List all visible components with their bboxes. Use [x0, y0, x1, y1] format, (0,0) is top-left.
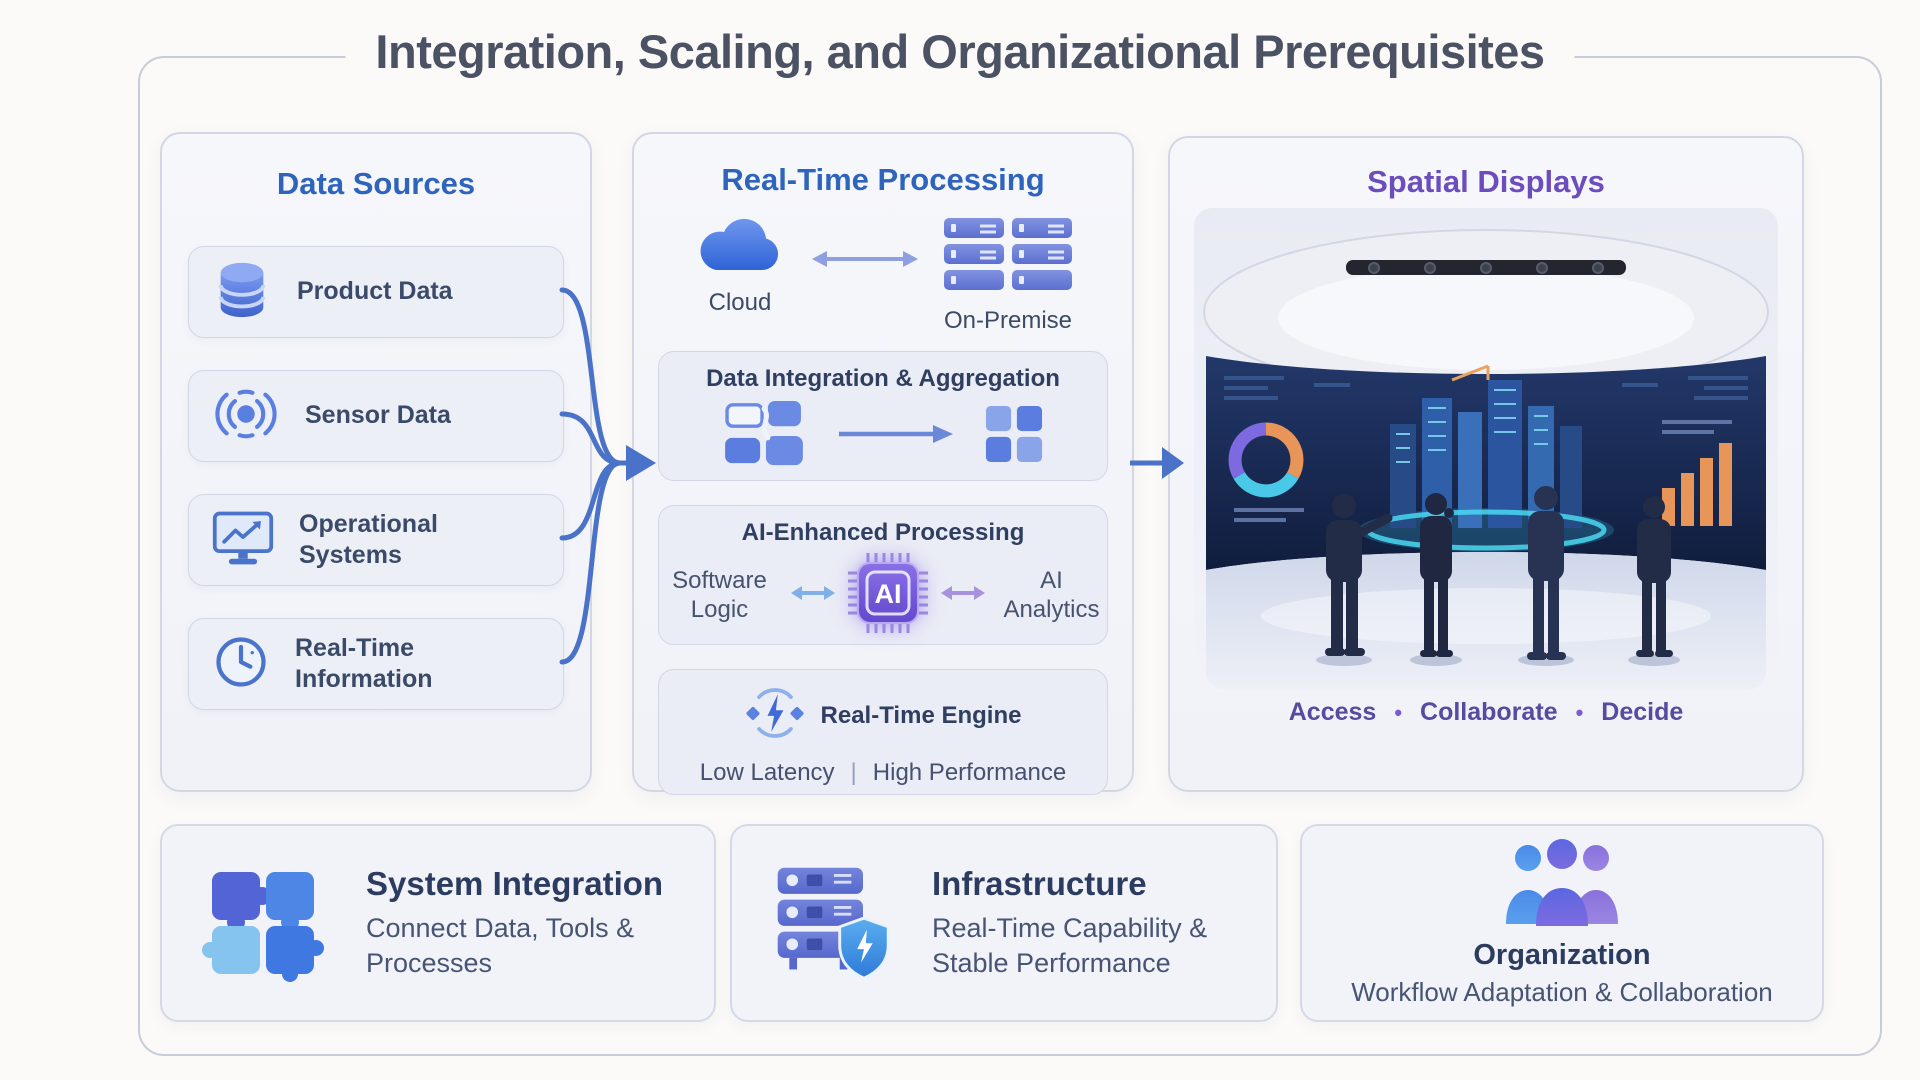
data-integration-box: Data Integration & Aggregation [658, 351, 1108, 481]
low-latency-label: Low Latency [699, 759, 835, 786]
card-title: Infrastructure [932, 864, 1147, 902]
list-item-label: Real-Time Information [295, 633, 433, 693]
engine-stats: Low Latency | High Performance [659, 759, 1107, 787]
ai-processing-title: AI-Enhanced Processing [741, 519, 1025, 546]
organization-card: Organization Workflow Adaptation & Colla… [1300, 824, 1824, 1022]
onpremise-label: On-Premise [943, 307, 1073, 334]
ai-analytics-label: AI Analytics [1003, 566, 1100, 623]
grid-squares-icon [985, 405, 1043, 468]
caption-decide: Decide [1601, 698, 1684, 726]
ai-chip-label: AI [874, 579, 901, 609]
list-item-operational-systems: Operational Systems [188, 494, 564, 586]
data-sources-list: Product Data [188, 246, 564, 710]
ai-chip-icon: AI [846, 551, 930, 640]
software-logic-label: Software Logic [672, 566, 767, 623]
card-subtitle: Workflow Adaptation & Collaboration [1351, 977, 1773, 1008]
page-title: Integration, Scaling, and Organizational… [345, 14, 1575, 90]
high-performance-label: High Performance [872, 759, 1067, 786]
flow-arrow-icon [835, 422, 955, 451]
realtime-processing-panel: Real-Time Processing Cloud [632, 132, 1134, 795]
system-integration-card: System Integration Connect Data, Tools &… [160, 824, 716, 1022]
list-item-product-data: Product Data [188, 246, 564, 338]
puzzle-icon [198, 856, 328, 991]
cloud-onpremise-double-arrow-icon [810, 246, 920, 277]
realtime-engine-title: Real-Time Engine [820, 701, 1022, 729]
cloud-icon [690, 212, 790, 285]
list-item-label: Sensor Data [305, 401, 451, 430]
stats-divider: | [850, 759, 857, 786]
list-item-realtime-information: Real-Time Information [188, 618, 564, 710]
cloud-label: Cloud [708, 289, 772, 316]
team-icon [1500, 836, 1624, 931]
list-item-sensor-data: Sensor Data [188, 370, 564, 462]
data-sources-panel: Data Sources Product Data [160, 132, 592, 792]
control-room-illustration [1194, 208, 1778, 690]
ai-processing-box: AI-Enhanced Processing Software Logic [658, 505, 1108, 645]
double-arrow-purple-icon [940, 582, 986, 609]
cloud-onpremise-row: Cloud [634, 212, 1132, 335]
bullet-icon: • [1394, 699, 1403, 725]
double-arrow-blue-icon [790, 582, 836, 609]
realtime-processing-title: Real-Time Processing [721, 162, 1045, 197]
card-title: Organization [1473, 939, 1651, 972]
list-item-label: Product Data [297, 277, 453, 306]
card-title: System Integration [366, 864, 664, 902]
spatial-displays-title: Spatial Displays [1367, 164, 1605, 199]
blocks-merge-icon [723, 399, 805, 474]
engine-bolt-icon [745, 686, 805, 745]
server-shield-icon [768, 861, 894, 986]
realtime-engine-box: Real-Time Engine Low Latency | High Perf… [658, 669, 1108, 795]
infrastructure-card: Infrastructure Real-Time Capability & St… [730, 824, 1278, 1022]
person-silhouettes [1325, 486, 1673, 660]
spatial-displays-panel: Spatial Displays [1168, 136, 1804, 792]
server-rack-icon [940, 212, 1076, 303]
clock-icon [211, 632, 271, 697]
sensor-icon [211, 384, 281, 449]
card-subtitle: Real-Time Capability & Stable Performanc… [932, 912, 1208, 978]
data-sources-title: Data Sources [276, 166, 476, 201]
cloud-figure: Cloud [690, 212, 790, 317]
bullet-icon: • [1575, 699, 1584, 725]
monitor-chart-icon [211, 509, 275, 572]
spatial-caption: Access • Collaborate • Decide [1170, 698, 1802, 727]
card-subtitle: Connect Data, Tools & Processes [366, 912, 635, 978]
caption-collaborate: Collaborate [1420, 698, 1558, 726]
caption-access: Access [1288, 698, 1377, 726]
onpremise-figure: On-Premise [940, 212, 1076, 335]
list-item-label: Operational Systems [299, 509, 438, 569]
data-integration-title: Data Integration & Aggregation [706, 365, 1060, 392]
database-icon [211, 259, 273, 326]
